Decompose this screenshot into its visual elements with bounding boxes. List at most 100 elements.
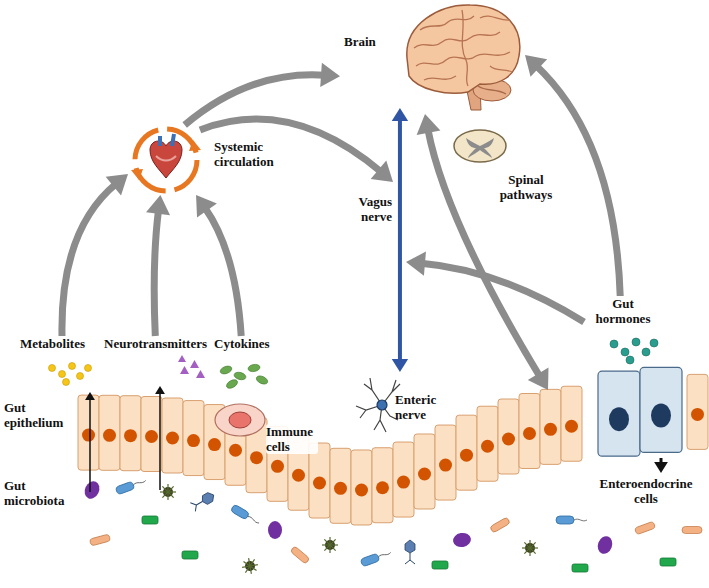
arrow-shaft bbox=[200, 119, 381, 172]
node-label: Neurotransmitters bbox=[104, 336, 216, 351]
epithelial-cell bbox=[330, 448, 351, 523]
epithelial-cell bbox=[183, 401, 204, 476]
connector bbox=[196, 195, 241, 336]
bacterium bbox=[322, 537, 338, 553]
circulation-ring bbox=[135, 129, 197, 191]
cell-nucleus bbox=[208, 438, 221, 451]
grey-matter bbox=[466, 138, 494, 158]
bacterium bbox=[290, 546, 310, 564]
cell-nucleus bbox=[397, 476, 410, 489]
node-label: Systemic circulation bbox=[214, 139, 288, 169]
cell-nucleus bbox=[544, 423, 557, 436]
node-label: Enteric nerve bbox=[395, 392, 455, 422]
cell-nucleus bbox=[145, 430, 158, 443]
epithelial-cell bbox=[498, 399, 519, 474]
epithelial-cell bbox=[435, 425, 456, 500]
epithelial-cell bbox=[120, 396, 141, 471]
cell-nucleus bbox=[481, 440, 494, 453]
metabolite-transport-arrow bbox=[85, 392, 95, 492]
cytokine-ovals bbox=[219, 364, 269, 391]
bacterium bbox=[268, 521, 282, 539]
node-label: Cytokines bbox=[214, 336, 280, 351]
cell-nucleus bbox=[166, 432, 179, 445]
secretion-arrow bbox=[654, 458, 668, 473]
epithelial-cell bbox=[393, 442, 414, 517]
ring-arrowhead bbox=[189, 140, 201, 151]
spinal-cord-section bbox=[454, 130, 506, 162]
brain-illustration bbox=[407, 5, 520, 110]
bacterium bbox=[405, 540, 415, 564]
arrow-shaft bbox=[159, 392, 161, 490]
metabolites-node: Metabolites bbox=[20, 336, 104, 386]
connector bbox=[62, 174, 128, 336]
cell-nucleus bbox=[691, 408, 704, 421]
cell-nucleus bbox=[229, 444, 242, 457]
circulation-to-vagus-arrow bbox=[200, 119, 393, 182]
tissue-label: Gut epithelium bbox=[4, 400, 74, 430]
epithelial-cell bbox=[561, 386, 582, 461]
bacterium bbox=[432, 561, 448, 569]
edge-label: Vagus nerve bbox=[336, 194, 392, 224]
arrow-shaft bbox=[660, 458, 663, 464]
bacterium bbox=[490, 517, 511, 533]
bacterium bbox=[595, 534, 614, 556]
neurotransmitters-node: Neurotransmitters bbox=[104, 336, 218, 380]
bacterium bbox=[241, 557, 260, 576]
heart-detail bbox=[156, 156, 176, 161]
heart-circulation-icon bbox=[131, 129, 201, 191]
epithelial-cell bbox=[519, 393, 540, 468]
node-label: Metabolites bbox=[20, 336, 102, 351]
layout-arrows bbox=[85, 114, 668, 492]
bacterium bbox=[360, 549, 392, 567]
cell-nucleus bbox=[313, 477, 326, 490]
hormone-dots bbox=[610, 338, 658, 364]
gut-hormones-node: Gut hormones bbox=[586, 296, 662, 336]
bacterium bbox=[556, 516, 587, 524]
enteric-nerve-node: Enteric nerve bbox=[355, 372, 457, 428]
arrow-shaft bbox=[154, 210, 158, 336]
cell-nucleus bbox=[82, 429, 95, 442]
cell-nucleus bbox=[439, 459, 452, 472]
heart-vessels bbox=[160, 134, 174, 146]
epithelial-cell bbox=[78, 395, 99, 470]
epithelial-cell bbox=[309, 443, 330, 518]
epithelial-cell bbox=[414, 434, 435, 509]
bacterium bbox=[660, 558, 676, 566]
cell-nucleus bbox=[250, 451, 263, 464]
cerebrum bbox=[407, 5, 520, 93]
circulation-node: Systemic circulation bbox=[128, 125, 290, 195]
microbiota-label: Gut microbiota bbox=[4, 478, 74, 508]
cell-nucleus bbox=[651, 403, 671, 427]
arrow-shaft bbox=[205, 207, 241, 336]
cell-nucleus bbox=[609, 407, 629, 431]
cell-nucleus bbox=[502, 433, 515, 446]
heart bbox=[150, 141, 182, 178]
pathway-label: Spinal pathways bbox=[494, 172, 558, 202]
bacterium bbox=[452, 532, 472, 549]
enteric-neuron bbox=[356, 378, 400, 432]
node-label: Brain bbox=[344, 34, 388, 49]
enteroendocrine-cell bbox=[640, 367, 682, 452]
ring-arrowhead bbox=[131, 169, 143, 180]
bacterium bbox=[572, 564, 588, 572]
cell-nucleus bbox=[124, 429, 137, 442]
epithelial-cell bbox=[540, 389, 561, 464]
node-label: Gut hormones bbox=[586, 296, 660, 326]
immune-cell bbox=[215, 404, 265, 436]
cell-label: Immune cells bbox=[266, 424, 318, 454]
bacterium bbox=[682, 527, 702, 534]
epithelial-cell bbox=[372, 448, 393, 523]
bacterium bbox=[522, 540, 538, 556]
arrow-shaft bbox=[62, 184, 116, 336]
arrow-shaft bbox=[398, 118, 402, 361]
cell-nucleus bbox=[103, 429, 116, 442]
spinal-cord-icon bbox=[454, 130, 506, 162]
cell-nucleus bbox=[187, 434, 200, 447]
bacterium bbox=[182, 551, 198, 559]
cell-nucleus bbox=[334, 482, 347, 495]
arrow-shaft bbox=[536, 65, 620, 296]
bacterium bbox=[115, 477, 147, 495]
